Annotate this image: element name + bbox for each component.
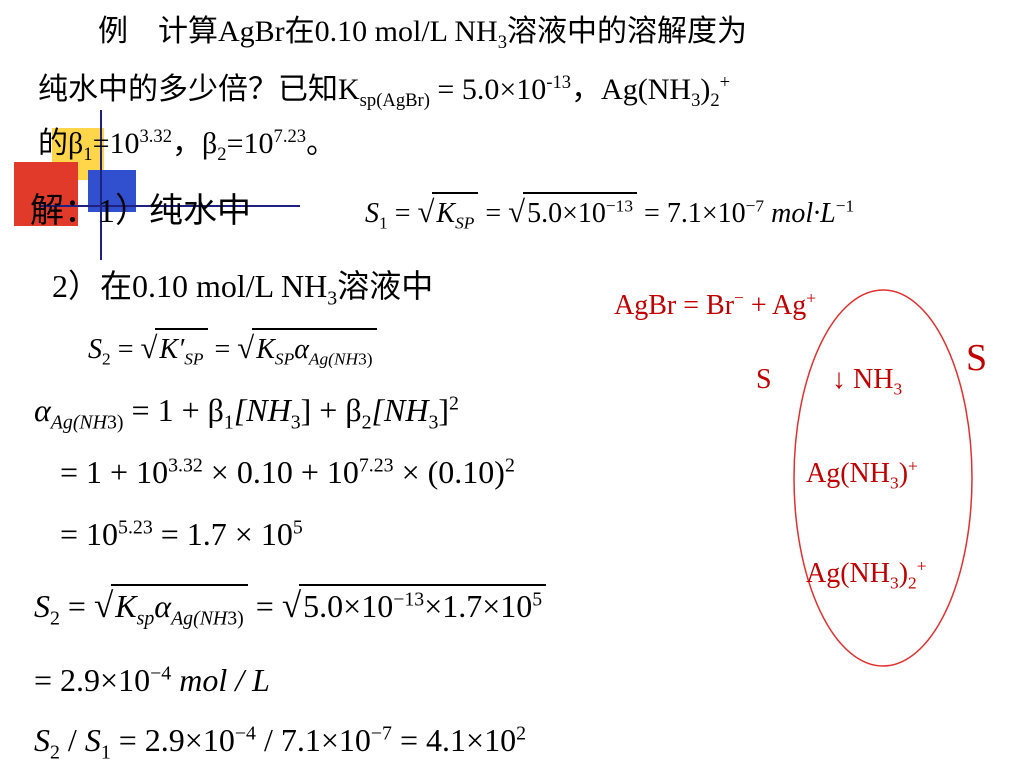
equation-alpha-substituted: = 1 + 103.32 × 0.10 + 107.23 × (0.10)2: [60, 454, 515, 490]
decor-square-red: [14, 162, 78, 226]
equation-s2-definition: S2 = √K′SP = √KSPαAg(NH3): [88, 328, 377, 370]
step1-label: 解：1）纯水中: [30, 193, 251, 230]
problem-line-2: 纯水中的多少倍？已知Ksp(AgBr) = 5.0×10-13，Ag(NH3)2…: [38, 72, 731, 111]
solubility-s-left: S: [756, 364, 772, 395]
complex-2: Ag(NH3)2+: [806, 556, 927, 593]
reaction-equation: AgBr = Br− + Ag+: [614, 288, 817, 321]
equation-s2-substituted: S2 = √KspαAg(NH3) = √5.0×10−13×1.7×105: [34, 584, 547, 628]
equation-alpha: αAg(NH3) = 1 + β1[NH3] + β2[NH3]2: [34, 392, 459, 434]
equation-s2-result: = 2.9×10−4 mol / L: [34, 662, 270, 698]
nh3-arrow: ↓ NH3: [832, 364, 903, 399]
decor-line-horizontal: [40, 205, 300, 207]
equation-s1: S1 = √KSP = √5.0×10−13 = 7.1×10−7 mol·L−…: [365, 192, 854, 234]
problem-line-1: 例 计算AgBr在0.10 mol/L NH3溶液中的溶解度为: [98, 15, 748, 53]
equation-ratio: S2 / S1 = 2.9×10−4 / 7.1×10−7 = 4.1×102: [34, 722, 526, 764]
step2-label: 2）在0.10 mol/L NH3溶液中: [52, 268, 434, 310]
decor-line-vertical: [100, 110, 102, 260]
problem-line-3: 的β1=103.32，β2=107.23。: [38, 126, 337, 165]
complex-1: Ag(NH3)+: [806, 456, 918, 493]
solubility-s-right: S: [966, 337, 988, 379]
equation-alpha-result: = 105.23 = 1.7 × 105: [60, 516, 303, 552]
